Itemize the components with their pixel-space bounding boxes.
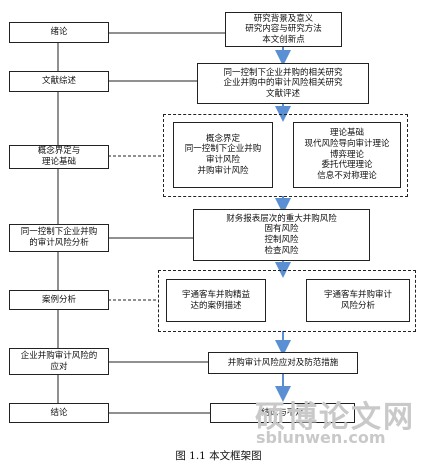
case-risk-analysis-box: 宇通客车并购审计 风险分析 — [306, 279, 410, 322]
left-box-risk-analysis: 同一控制下企业并购 的审计风险分析 — [9, 224, 109, 252]
figure-caption: 图 1.1 本文框架图 — [175, 450, 262, 462]
response-detail-text: 并购审计风险应对及防范措施 — [227, 357, 339, 368]
response-detail-box: 并购审计风险应对及防范措施 — [208, 352, 358, 374]
case-group — [158, 270, 416, 332]
risk-detail-box: 财务报表层次的重大并购风险 固有风险 控制风险 检查风险 — [193, 209, 370, 261]
case-risk-analysis-text: 宇通客车并购审计 风险分析 — [323, 289, 392, 311]
left-box-label: 结论 — [50, 407, 68, 418]
left-box-label: 文献综述 — [41, 76, 76, 87]
intro-detail-text: 研究背景及意义 研究内容与研究方法 本文创新点 — [245, 13, 322, 45]
concept-box: 概念界定 同一控制下企业并购 审计风险 并购审计风险 — [173, 122, 273, 188]
theory-text: 理论基础 现代风险导向审计理论 博弈理论 委托代理理论 信息不对称理论 — [304, 128, 390, 181]
risk-detail-text: 财务报表层次的重大并购风险 固有风险 控制风险 检查风险 — [226, 213, 337, 256]
left-box-label: 企业并购审计风险的 应对 — [20, 350, 98, 372]
conclusion-detail-text: 结论与不足 — [261, 407, 304, 418]
review-detail-text: 同一控制下企业并购的相关研究 企业并购中的审计风险相关研究 文献评述 — [223, 67, 343, 99]
left-box-intro: 绪论 — [9, 22, 109, 43]
left-box-case: 案例分析 — [9, 290, 109, 310]
left-box-conclusion: 结论 — [9, 403, 109, 423]
left-box-label: 同一控制下企业并购 的审计风险分析 — [20, 227, 98, 248]
concept-theory-group — [163, 114, 408, 197]
left-box-response: 企业并购审计风险的 应对 — [9, 348, 109, 375]
review-detail-box: 同一控制下企业并购的相关研究 企业并购中的审计风险相关研究 文献评述 — [197, 63, 369, 104]
left-box-label: 概念界定与 理论基础 — [37, 146, 81, 167]
left-box-label: 绪论 — [50, 27, 68, 38]
left-box-concept: 概念界定与 理论基础 — [9, 145, 109, 169]
theory-box: 理论基础 现代风险导向审计理论 博弈理论 委托代理理论 信息不对称理论 — [293, 122, 401, 188]
case-description-box: 宇通客车并购精益 达的案例描述 — [166, 279, 266, 322]
case-description-text: 宇通客车并购精益 达的案例描述 — [181, 289, 250, 311]
intro-detail-box: 研究背景及意义 研究内容与研究方法 本文创新点 — [225, 12, 342, 47]
conclusion-detail-box: 结论与不足 — [210, 403, 355, 423]
left-box-label: 案例分析 — [41, 294, 76, 305]
left-box-review: 文献综述 — [9, 71, 109, 92]
concept-text: 概念界定 同一控制下企业并购 审计风险 并购审计风险 — [184, 133, 262, 176]
